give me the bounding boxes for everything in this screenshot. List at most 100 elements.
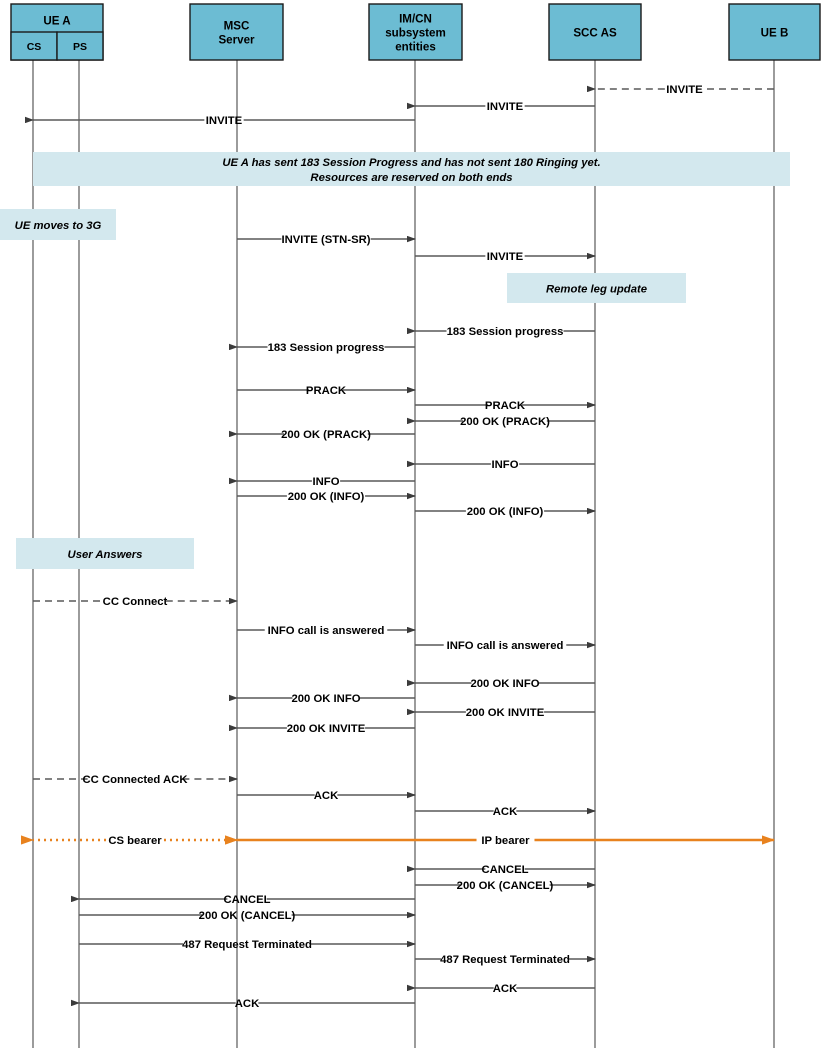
message-label: CANCEL bbox=[481, 864, 528, 876]
message-label: CANCEL bbox=[223, 894, 270, 906]
message-m20[interactable]: 200 OK INFO bbox=[229, 693, 415, 705]
message-m04[interactable]: INVITE (STN-SR) bbox=[237, 234, 416, 246]
message-label: ACK bbox=[235, 998, 260, 1010]
message-m11[interactable]: 200 OK (PRACK) bbox=[229, 429, 415, 441]
message-m30[interactable]: 487 Request Terminated bbox=[79, 939, 416, 951]
note-ue-moves-3g-line: UE moves to 3G bbox=[15, 220, 102, 232]
message-m09[interactable]: PRACK bbox=[415, 400, 596, 412]
message-label: 200 OK INFO bbox=[291, 693, 360, 705]
message-m07[interactable]: 183 Session progress bbox=[229, 342, 415, 354]
actor-label-uea: UE A bbox=[43, 15, 71, 28]
message-label: INVITE bbox=[487, 101, 524, 113]
bearer-label: CS bearer bbox=[108, 835, 162, 847]
ip-bearer[interactable]: IP bearer bbox=[225, 835, 775, 847]
message-m26[interactable]: CANCEL bbox=[407, 864, 595, 876]
message-label: INFO call is answered bbox=[447, 640, 564, 652]
cs-bearer[interactable]: CS bearer bbox=[21, 835, 238, 847]
message-m31[interactable]: 487 Request Terminated bbox=[415, 954, 596, 966]
message-label: PRACK bbox=[306, 385, 347, 397]
actor-label-imcn: subsystem bbox=[385, 27, 446, 40]
message-label: INVITE bbox=[666, 84, 703, 96]
message-label: 200 OK (INFO) bbox=[288, 491, 365, 503]
actor-label-msc: Server bbox=[218, 34, 255, 47]
note-183-progress-line: UE A has sent 183 Session Progress and h… bbox=[222, 157, 600, 169]
message-m32[interactable]: ACK bbox=[407, 983, 595, 995]
message-m18[interactable]: INFO call is answered bbox=[415, 640, 596, 652]
message-label: 200 OK (PRACK) bbox=[281, 429, 371, 441]
bearers-layer: CS bearer IP bearer bbox=[21, 835, 775, 847]
note-remote-leg-update: Remote leg update bbox=[507, 273, 686, 303]
note-ue-moves-3g: UE moves to 3G bbox=[0, 209, 116, 240]
message-label: INFO bbox=[313, 476, 340, 488]
messages-layer: INVITE INVITE INVITE INVITE (STN-SR) INVITE 1… bbox=[25, 84, 774, 1010]
message-m24[interactable]: ACK bbox=[237, 790, 416, 802]
message-m12[interactable]: INFO bbox=[407, 459, 595, 471]
message-label: ACK bbox=[493, 806, 518, 818]
message-m16[interactable]: CC Connect bbox=[33, 596, 238, 608]
note-user-answers-line: User Answers bbox=[68, 549, 143, 561]
message-m14[interactable]: 200 OK (INFO) bbox=[237, 491, 416, 503]
actor-sublabel-ps: PS bbox=[73, 41, 87, 53]
actor-subbox-ps[interactable]: PS bbox=[56, 31, 104, 61]
actor-box-uea[interactable]: UE A CS PS bbox=[10, 3, 104, 61]
message-m02[interactable]: INVITE bbox=[407, 101, 595, 113]
actor-sublabel-cs: CS bbox=[27, 41, 42, 53]
message-m28[interactable]: CANCEL bbox=[71, 894, 415, 906]
message-m06[interactable]: 183 Session progress bbox=[407, 326, 595, 338]
message-m19[interactable]: 200 OK INFO bbox=[407, 678, 595, 690]
actor-label-imcn: IM/CN bbox=[399, 13, 432, 26]
message-label: 487 Request Terminated bbox=[182, 939, 312, 951]
message-label: CC Connected ACK bbox=[82, 774, 188, 786]
notes-layer: UE A has sent 183 Session Progress and h… bbox=[0, 152, 790, 569]
message-label: INVITE bbox=[487, 251, 524, 263]
message-label: 200 OK (CANCEL) bbox=[199, 910, 296, 922]
message-label: 183 Session progress bbox=[447, 326, 564, 338]
message-m05[interactable]: INVITE bbox=[415, 251, 596, 263]
message-label: CC Connect bbox=[103, 596, 168, 608]
message-m21[interactable]: 200 OK INVITE bbox=[407, 707, 595, 719]
message-label: 200 OK INVITE bbox=[466, 707, 545, 719]
message-m08[interactable]: PRACK bbox=[237, 385, 416, 397]
message-label: 200 OK INFO bbox=[470, 678, 539, 690]
actor-box-sccas[interactable]: SCC AS bbox=[548, 3, 642, 61]
message-label: 200 OK INVITE bbox=[287, 723, 366, 735]
note-183-progress: UE A has sent 183 Session Progress and h… bbox=[33, 152, 790, 186]
message-label: ACK bbox=[314, 790, 339, 802]
message-m23[interactable]: CC Connected ACK bbox=[33, 774, 238, 786]
message-label: INVITE (STN-SR) bbox=[281, 234, 370, 246]
message-m13[interactable]: INFO bbox=[229, 476, 415, 488]
message-m17[interactable]: INFO call is answered bbox=[237, 625, 416, 637]
message-m10[interactable]: 200 OK (PRACK) bbox=[407, 416, 595, 428]
message-label: 200 OK (INFO) bbox=[467, 506, 544, 518]
actor-label-imcn: entities bbox=[395, 41, 436, 54]
note-183-progress-line: Resources are reserved on both ends bbox=[310, 172, 512, 184]
message-label: 200 OK (CANCEL) bbox=[457, 880, 554, 892]
note-remote-leg-update-line: Remote leg update bbox=[546, 284, 647, 296]
message-m25[interactable]: ACK bbox=[415, 806, 596, 818]
actor-box-ueb[interactable]: UE B bbox=[728, 3, 821, 61]
actor-label-sccas: SCC AS bbox=[573, 27, 617, 40]
message-label: INFO bbox=[492, 459, 519, 471]
message-label: INFO call is answered bbox=[268, 625, 385, 637]
message-label: INVITE bbox=[206, 115, 243, 127]
message-m03[interactable]: INVITE bbox=[25, 115, 415, 127]
message-m33[interactable]: ACK bbox=[71, 998, 415, 1010]
actor-label-ueb: UE B bbox=[761, 27, 789, 40]
message-m15[interactable]: 200 OK (INFO) bbox=[415, 506, 596, 518]
bearer-label: IP bearer bbox=[481, 835, 530, 847]
actor-subbox-cs[interactable]: CS bbox=[10, 31, 58, 61]
message-m29[interactable]: 200 OK (CANCEL) bbox=[79, 910, 416, 922]
message-m27[interactable]: 200 OK (CANCEL) bbox=[415, 880, 596, 892]
message-m01[interactable]: INVITE bbox=[587, 84, 774, 96]
message-label: ACK bbox=[493, 983, 518, 995]
message-label: 183 Session progress bbox=[268, 342, 385, 354]
message-label: 487 Request Terminated bbox=[440, 954, 570, 966]
message-m22[interactable]: 200 OK INVITE bbox=[229, 723, 415, 735]
message-label: PRACK bbox=[485, 400, 526, 412]
message-label: 200 OK (PRACK) bbox=[460, 416, 550, 428]
actor-label-msc: MSC bbox=[224, 20, 250, 33]
